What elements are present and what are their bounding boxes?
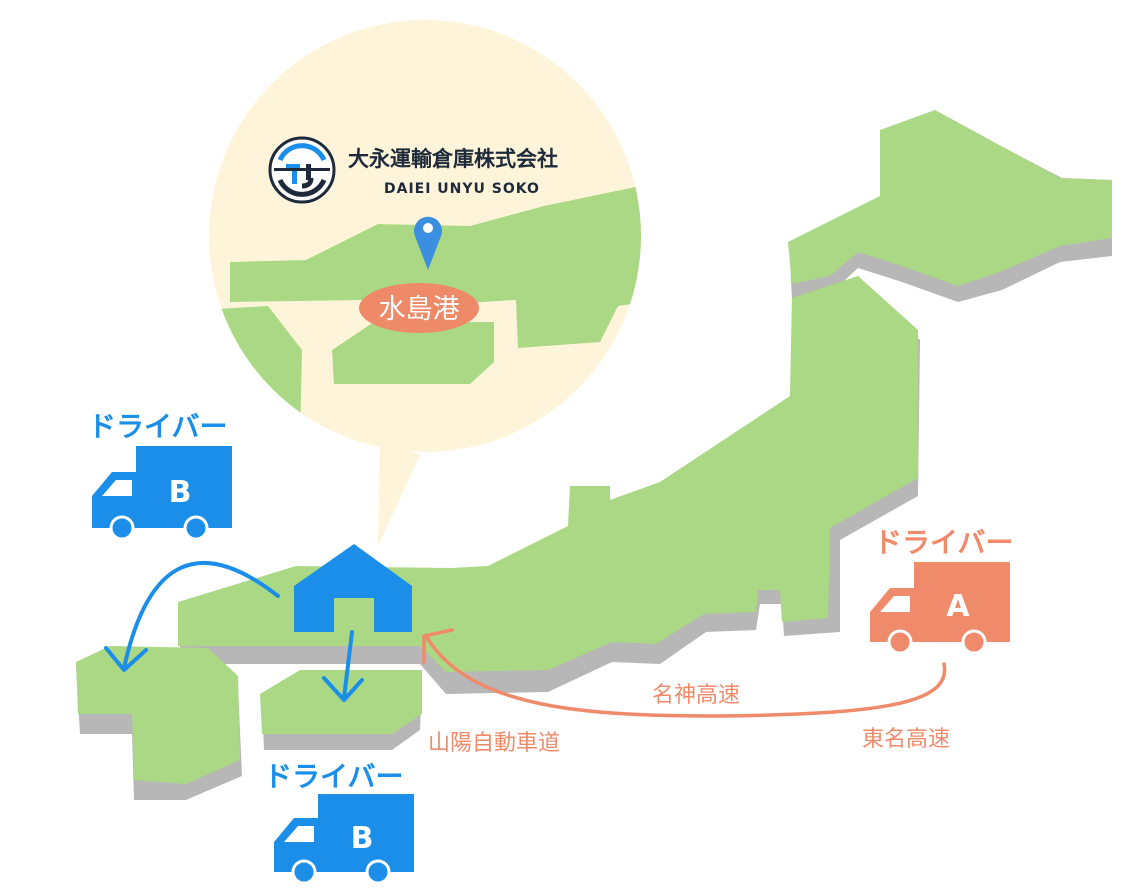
port-label: 水島港 (379, 294, 460, 325)
callout-pointer (378, 440, 420, 546)
route-arrows (104, 560, 947, 718)
map-pin-icon (414, 216, 442, 270)
truck-letter: B (351, 821, 374, 856)
kyushu (76, 646, 240, 784)
zoom-land-main (230, 184, 641, 348)
route-label-sanyo: 山陽自動車道 (428, 731, 560, 756)
company-name-ja: 大永運輸倉庫株式会社 (348, 147, 558, 171)
arrow-from-driver-a (424, 634, 947, 718)
arrow-to-kyushu (122, 560, 280, 670)
shikoku (260, 670, 422, 734)
hokkaido (788, 110, 1112, 286)
arrow-to-shikoku-head (322, 676, 364, 702)
arrow-to-shikoku (342, 630, 354, 700)
arrow-from-driver-a-head (422, 628, 454, 664)
driver-b-top-label: ドライバー (88, 410, 227, 443)
callout-bubble (209, 20, 641, 546)
truck-letter: A (946, 589, 970, 624)
truck-icon: A (870, 562, 1010, 655)
driver-b-top: ドライバー B (88, 410, 232, 541)
driver-a: ドライバー A (870, 526, 1013, 655)
company-logo: 大永運輸倉庫株式会社 DAIEI UNYU SOKO (268, 136, 558, 204)
driver-b-bottom-label: ドライバー (264, 760, 403, 793)
port-badge: 水島港 (359, 283, 479, 333)
driver-b-bottom: ドライバー B (264, 760, 414, 885)
truck-icon: B (92, 446, 232, 541)
truck-icon: B (274, 794, 414, 885)
route-label-meishin: 名神高速 (652, 683, 740, 708)
warehouse-icon (294, 544, 412, 632)
fj-logo-icon (268, 136, 336, 204)
route-label-tomei: 東名高速 (862, 727, 950, 752)
driver-a-label: ドライバー (874, 526, 1013, 559)
truck-letter: B (169, 475, 192, 510)
company-name-en: DAIEI UNYU SOKO (384, 181, 540, 197)
arrow-to-kyushu-head (104, 646, 148, 672)
zoom-island (332, 322, 494, 384)
